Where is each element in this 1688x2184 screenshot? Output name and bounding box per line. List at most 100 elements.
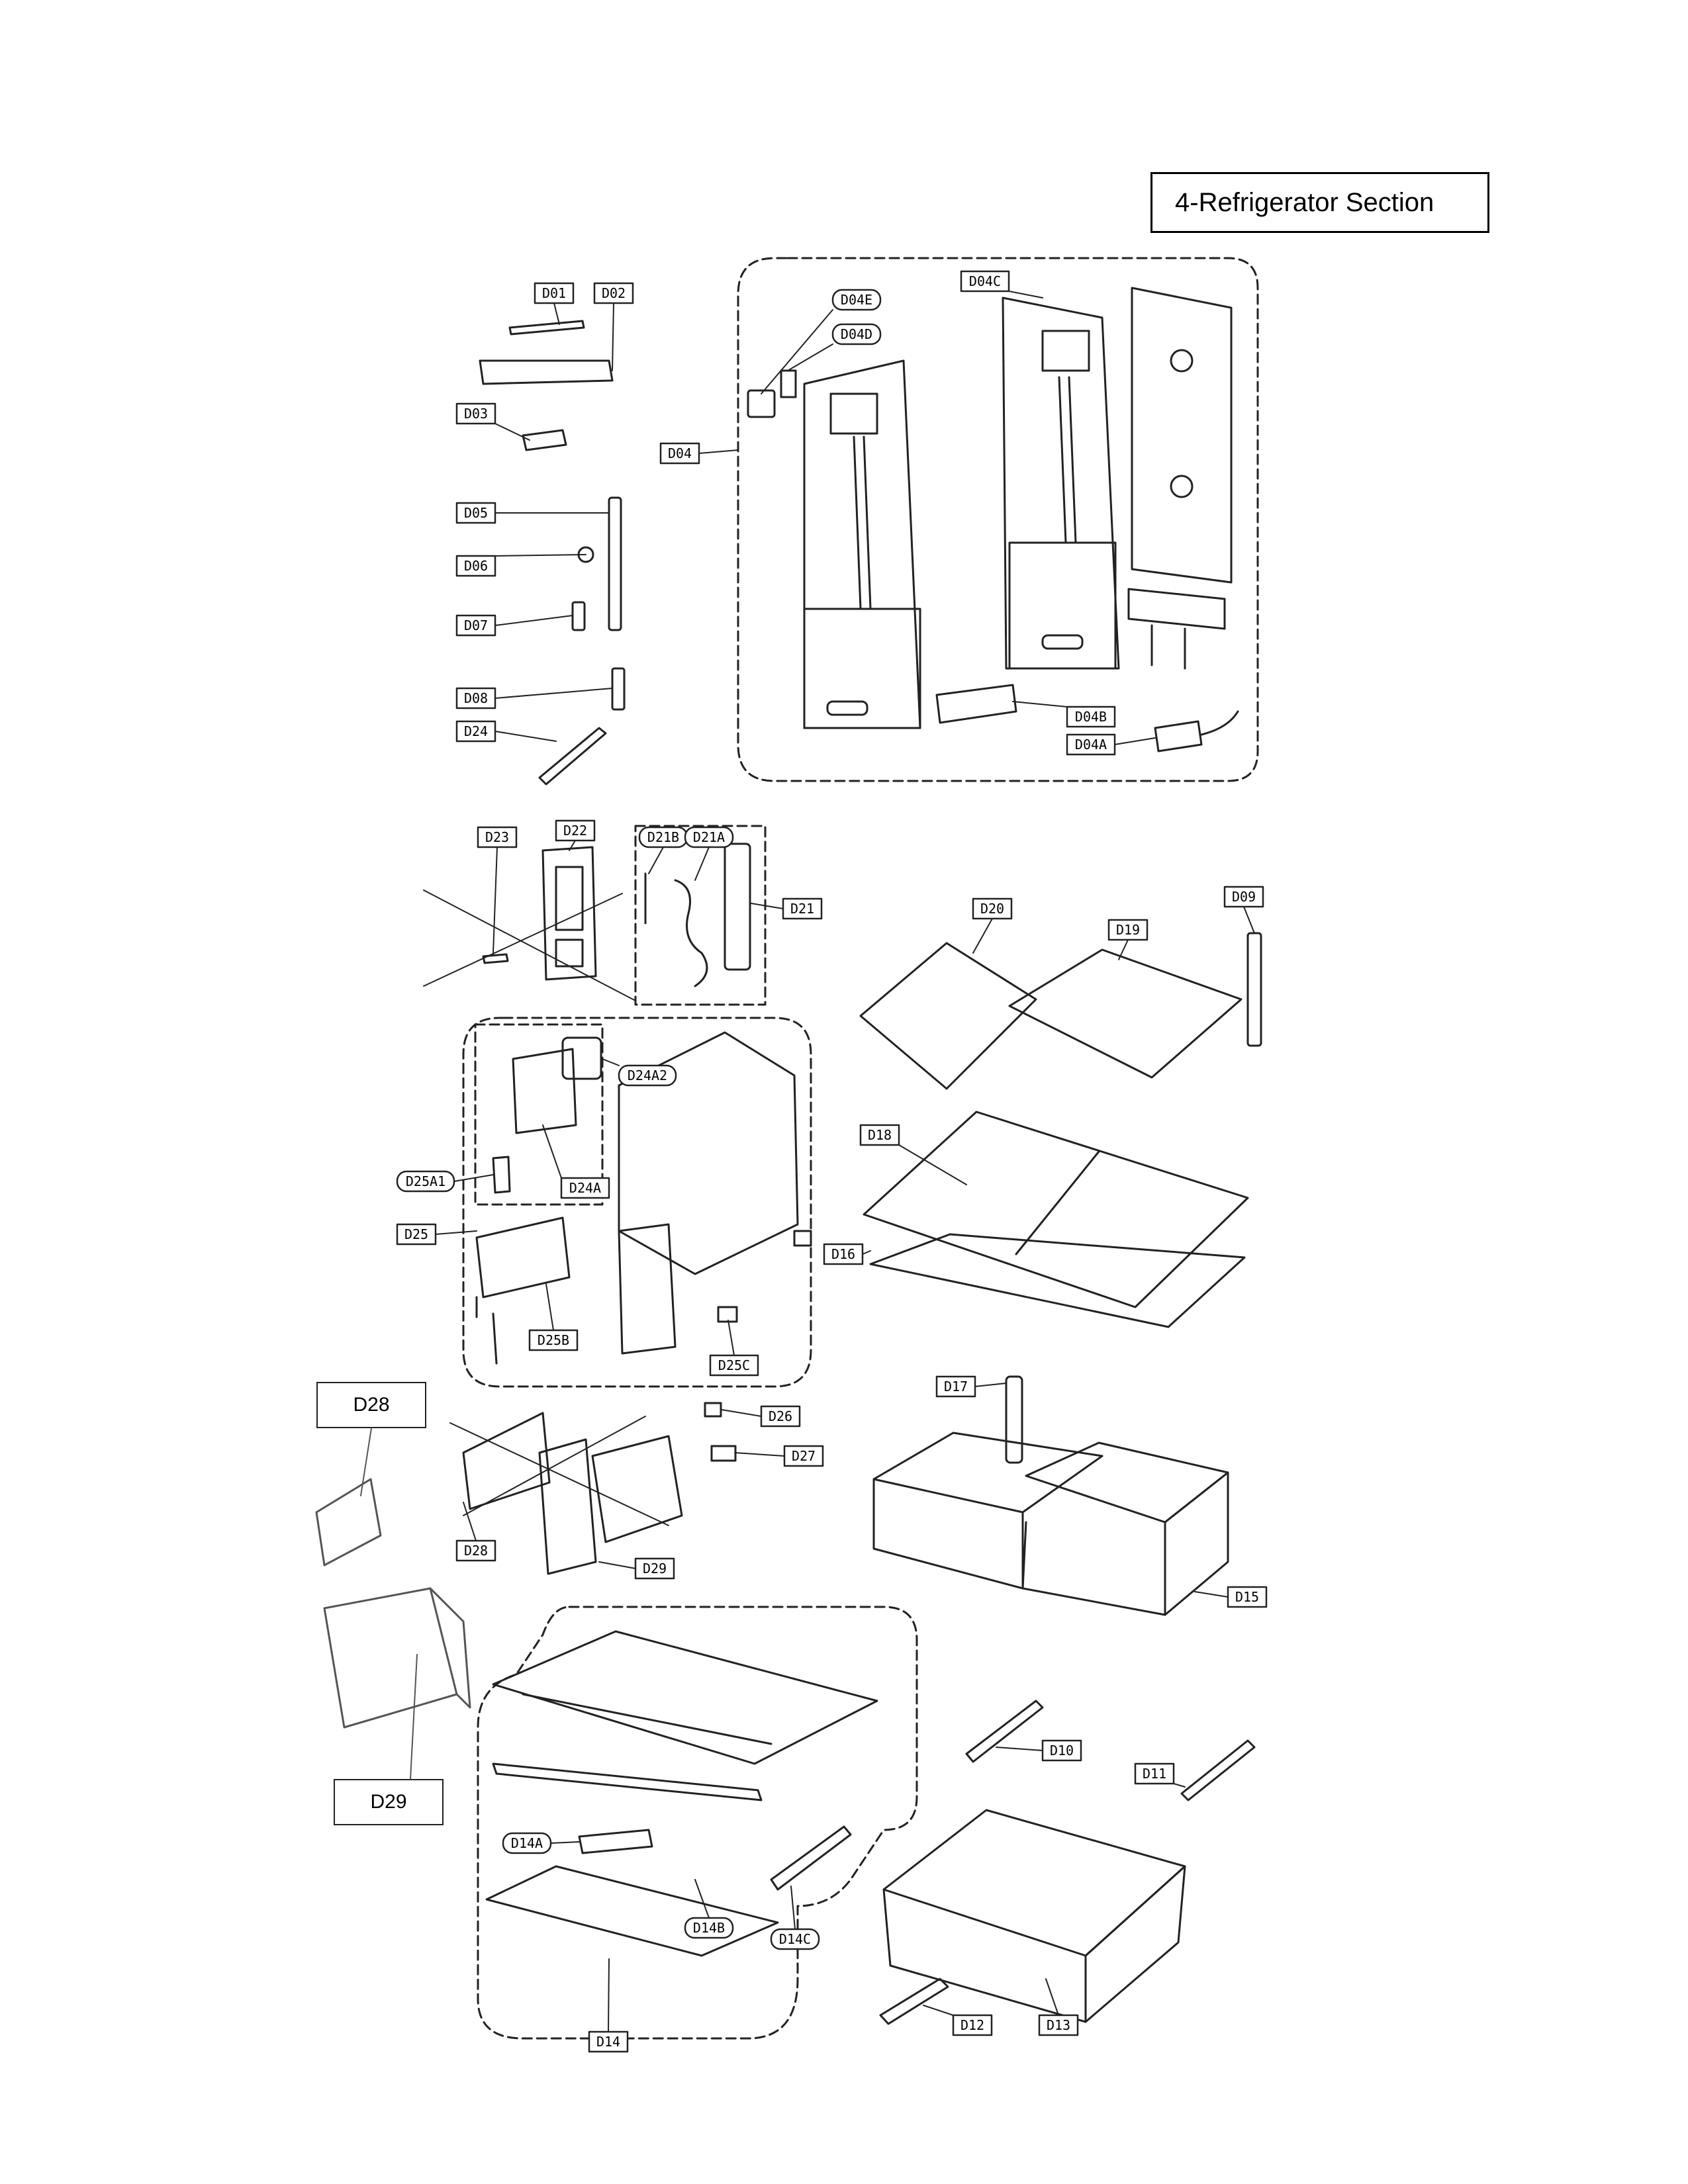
tag-box-d17: [935, 1375, 976, 1398]
part-label-d03: D03: [464, 406, 488, 422]
tag-box-d04: [659, 442, 700, 465]
tag-box-d27: [783, 1445, 824, 1467]
tag-box-d21a: [684, 826, 734, 848]
tag-box-d20: [972, 897, 1013, 920]
leader-line-d21: [751, 903, 784, 909]
lower-drawer: [879, 1700, 1256, 2025]
leader-line-d17: [974, 1383, 1007, 1387]
part-tag-d09: D09: [1223, 886, 1264, 934]
tag-box-d14a: [502, 1832, 552, 1854]
tag-box-d10: [1041, 1739, 1082, 1762]
part-tag-d16: D16: [823, 1243, 871, 1265]
leader-line-d25c: [727, 1320, 735, 1356]
door-group-outline: [737, 257, 1259, 782]
part-label-d15: D15: [1235, 1589, 1259, 1605]
tag-box-d02: [593, 282, 634, 304]
part-label-d24a: D24A: [569, 1180, 601, 1196]
part-label-d17: D17: [944, 1379, 968, 1394]
part-label-d29: D29: [643, 1561, 667, 1576]
leader-line-d14b: [694, 1879, 710, 1919]
dispenser-group-outline: [634, 825, 767, 1006]
tag-box-d23: [477, 826, 518, 848]
part-tag-d01: D01: [534, 282, 575, 325]
part-tag-d29: D29: [598, 1557, 675, 1580]
leader-line-d14c: [790, 1886, 796, 1930]
part-label-d21: D21: [790, 901, 814, 917]
tag-box-d12: [952, 2014, 993, 2036]
part-label-d21b: D21B: [647, 829, 679, 845]
part-tag-d25c: D25C: [709, 1320, 759, 1377]
part-tag-d24a2: D24A2: [602, 1058, 677, 1087]
part-tag-d06: D06: [455, 554, 586, 577]
leader-line-d24a: [542, 1124, 562, 1179]
part-label-d09: D09: [1232, 889, 1256, 905]
tag-box-d16: [823, 1243, 864, 1265]
part-label-d07: D07: [464, 617, 488, 633]
part-label-d24: D24: [464, 723, 488, 739]
part-label-d02: D02: [602, 285, 626, 301]
part-label-d26: D26: [769, 1408, 792, 1424]
leader-line-d03: [494, 423, 530, 441]
part-label-d11: D11: [1143, 1766, 1166, 1782]
leader-line-d29: [598, 1561, 636, 1569]
tag-box-d25c: [709, 1354, 759, 1377]
tag-box-d25b: [528, 1329, 579, 1351]
part-label-d10: D10: [1050, 1743, 1074, 1758]
part-label-d04e: D04E: [841, 292, 872, 308]
leader-line-d02: [612, 302, 614, 371]
callout-d29: D29: [334, 1779, 444, 1825]
leader-line-d25: [435, 1230, 477, 1235]
part-label-d04b: D04B: [1075, 709, 1107, 725]
leader-line-d04a: [1114, 737, 1156, 745]
part-tag-d21a: D21A: [684, 826, 734, 881]
part-tag-d03: D03: [455, 402, 530, 441]
part-label-d14c: D14C: [779, 1931, 811, 1947]
tag-box-d01: [534, 282, 575, 304]
tag-box-d08: [455, 687, 496, 709]
part-label-d14a: D14A: [511, 1835, 543, 1851]
tag-box-d22: [555, 819, 596, 842]
part-label-d04: D04: [668, 445, 692, 461]
part-label-d01: D01: [542, 285, 566, 301]
part-tag-d14c: D14C: [770, 1886, 820, 1950]
leader-line-d04b: [1012, 701, 1068, 707]
tag-box-d14: [588, 2030, 629, 2053]
leader-line-d06: [494, 554, 586, 557]
leader-line-d20: [972, 918, 993, 954]
tag-box-d14c: [770, 1928, 820, 1950]
left-column-parts: [479, 320, 626, 786]
part-label-d19: D19: [1116, 922, 1140, 938]
tag-box-d04e: [831, 289, 882, 311]
door-gasket-panel: [1127, 287, 1233, 670]
part-tag-d04c: D04C: [960, 270, 1043, 298]
part-tag-d04b: D04B: [1012, 701, 1116, 728]
small-door-parts: [747, 369, 1239, 752]
tag-box-d29: [634, 1557, 675, 1580]
leader-line-d24: [494, 731, 557, 742]
part-label-d04d: D04D: [841, 326, 872, 342]
leader-line-d18: [898, 1144, 967, 1185]
tag-box-d25: [396, 1223, 437, 1246]
tag-box-d25a1: [396, 1170, 455, 1193]
section-title: 4-Refrigerator Section: [1150, 172, 1489, 233]
part-tag-d25b: D25B: [528, 1283, 579, 1351]
tag-box-d04d: [831, 323, 882, 345]
part-tag-d18: D18: [859, 1124, 967, 1185]
part-label-d23: D23: [485, 829, 509, 845]
tag-box-d09: [1223, 886, 1264, 908]
part-tag-d12: D12: [923, 2005, 993, 2036]
icemaker-parts: [475, 1031, 812, 1365]
part-label-d13: D13: [1047, 2017, 1070, 2033]
part-label-d28: D28: [464, 1543, 488, 1559]
part-tag-d26: D26: [721, 1405, 801, 1428]
drawer-group-outline: [477, 1606, 918, 2040]
part-tag-d04: D04: [659, 442, 739, 465]
tag-box-d07: [455, 614, 496, 637]
shelves: [859, 932, 1262, 1328]
part-tag-d22: D22: [555, 819, 596, 851]
icemaker-subgroup-outline: [474, 1023, 604, 1206]
leader-line-d25b: [545, 1283, 554, 1331]
leader-line-d15: [1194, 1591, 1229, 1598]
part-tag-d24: D24: [455, 720, 557, 743]
